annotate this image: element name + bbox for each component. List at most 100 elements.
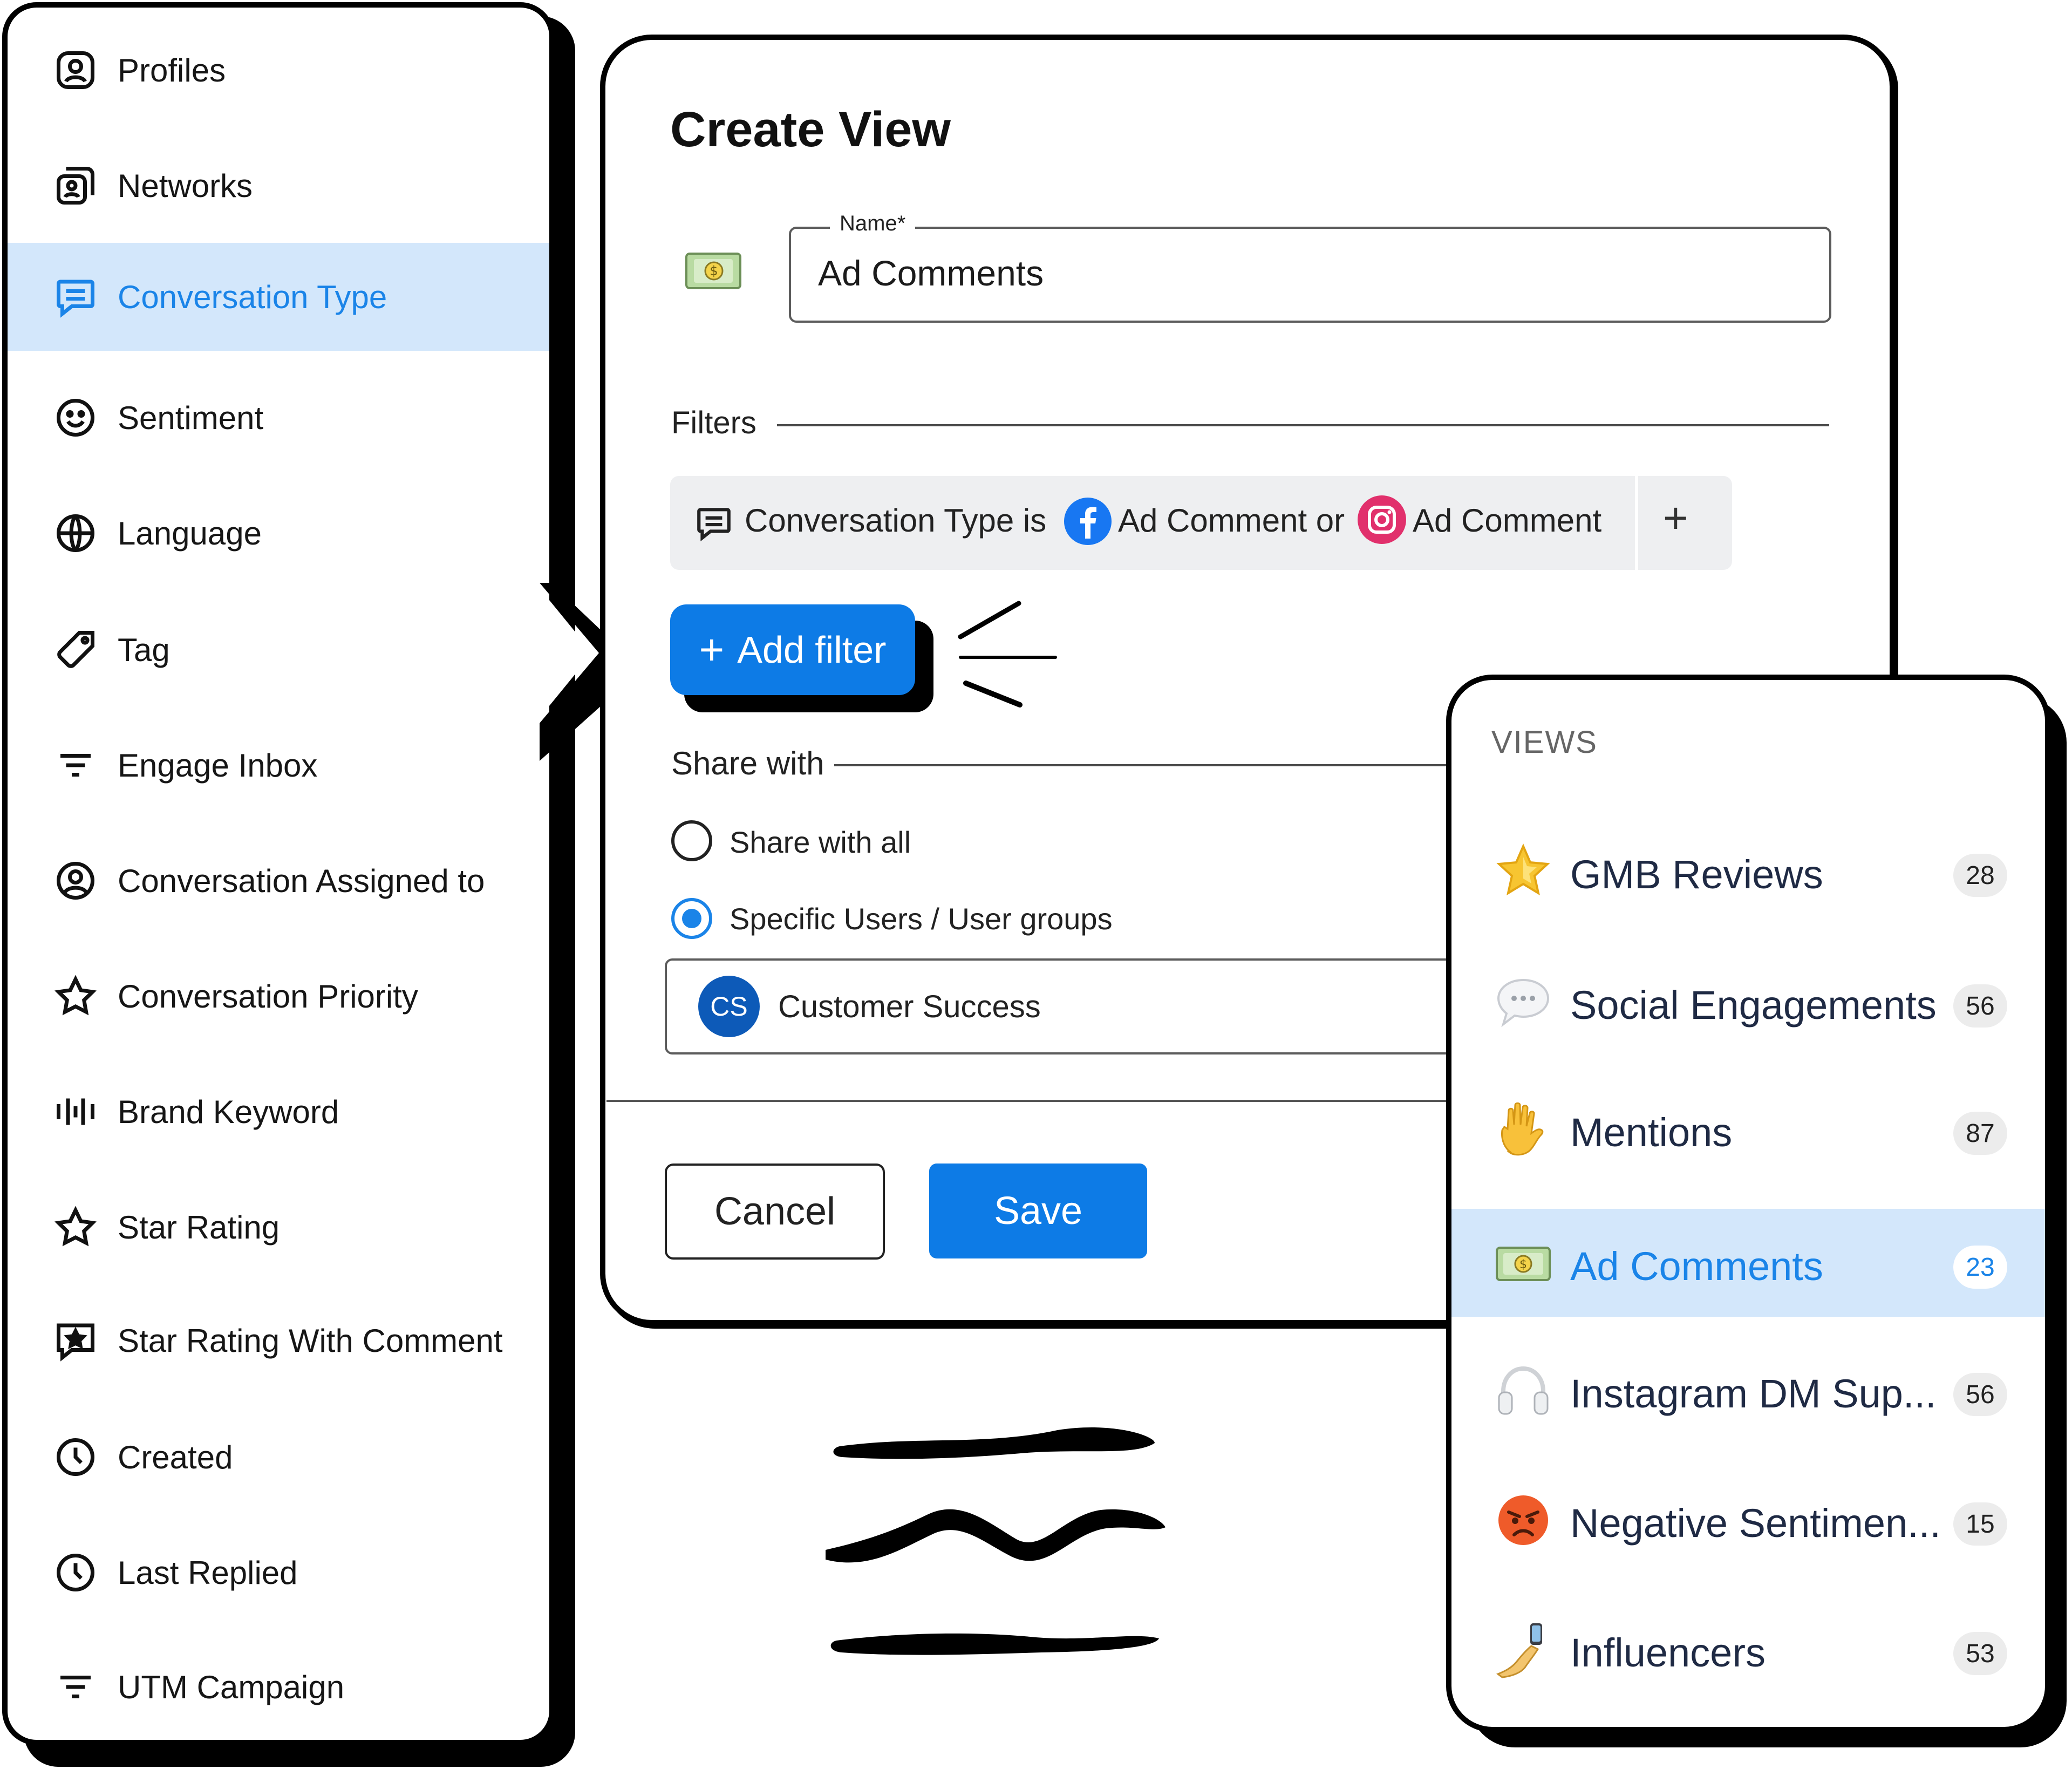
view-item-mentions[interactable]: Mentions 87: [1451, 1075, 2045, 1183]
raised-hand-icon: [1501, 1102, 1544, 1156]
add-filter-button[interactable]: + Add filter: [670, 604, 915, 695]
star-icon: [1496, 843, 1550, 896]
sidebar-pointer: [540, 583, 642, 761]
sidebar-item-label: Sentiment: [118, 399, 264, 436]
view-item-label: GMB Reviews: [1570, 852, 1823, 897]
share-all-radio[interactable]: [671, 820, 712, 861]
sidebar-item-label: Profiles: [118, 52, 226, 89]
sidebar-item-utm-campaign[interactable]: UTM Campaign: [8, 1633, 549, 1740]
smiley-icon: [51, 393, 100, 443]
globe-icon: [51, 508, 100, 558]
message-icon: [697, 508, 731, 542]
sidebar-item-networks[interactable]: Networks: [8, 132, 549, 240]
view-item-label: Mentions: [1570, 1110, 1733, 1155]
footer-divider: [606, 1100, 1481, 1102]
sidebar-item-star-rating-with-comment[interactable]: Star Rating With Comment: [8, 1287, 549, 1394]
star-icon: [51, 971, 100, 1021]
sidebar-item-profiles[interactable]: Profiles: [8, 16, 549, 124]
name-field-value[interactable]: Ad Comments: [818, 253, 1044, 293]
svg-text:$: $: [1519, 1258, 1527, 1271]
sidebar-item-conversation-priority[interactable]: Conversation Priority: [8, 942, 549, 1050]
add-condition-button[interactable]: +: [1663, 494, 1688, 542]
star-icon: [51, 1202, 100, 1252]
sidebar-item-tag[interactable]: Tag: [8, 596, 549, 704]
view-count-badge: 23: [1953, 1246, 2007, 1289]
cancel-button[interactable]: Cancel: [665, 1164, 885, 1260]
view-item-influencers[interactable]: Influencers 53: [1451, 1595, 2045, 1703]
clock-icon: [51, 1548, 100, 1597]
add-filter-label: Add filter: [737, 629, 887, 671]
specific-users-label[interactable]: Specific Users / User groups: [730, 902, 1113, 936]
facebook-icon: [1064, 498, 1112, 545]
avatar: CS: [698, 976, 760, 1037]
view-count-badge: 56: [1953, 984, 2007, 1028]
filter-icon: [51, 740, 100, 790]
name-field[interactable]: [789, 227, 1831, 323]
view-item-label: Negative Sentimen...: [1570, 1501, 1941, 1546]
waveform-icon: [51, 1087, 100, 1137]
view-item-negative-sentiment[interactable]: Negative Sentimen... 15: [1451, 1466, 2045, 1574]
view-count-badge: 87: [1953, 1112, 2007, 1155]
sidebar-item-last-replied[interactable]: Last Replied: [8, 1519, 549, 1627]
filters-divider: [777, 424, 1829, 426]
sidebar-item-conversation-assigned[interactable]: Conversation Assigned to: [8, 827, 549, 935]
view-count-badge: 56: [1953, 1373, 2007, 1416]
money-icon[interactable]: $: [684, 249, 744, 292]
sidebar-item-label: Conversation Priority: [118, 978, 418, 1015]
share-with-heading: Share with: [671, 745, 824, 781]
decorative-brush-strokes: [826, 1427, 1166, 1655]
filter-sidebar: Profiles Networks Conversation Type Sent…: [2, 2, 555, 1745]
filter-chip[interactable]: [670, 476, 1732, 570]
filter-icon: [51, 1662, 100, 1712]
sidebar-item-sentiment[interactable]: Sentiment: [8, 364, 549, 472]
filters-heading: Filters: [671, 405, 756, 440]
view-item-ad-comments[interactable]: $ Ad Comments 23: [1451, 1209, 2045, 1317]
plus-icon: +: [699, 625, 725, 673]
sidebar-item-language[interactable]: Language: [8, 479, 549, 587]
filter-chip-instagram-value: Ad Comment: [1413, 502, 1602, 539]
name-field-label: Name*: [830, 212, 916, 236]
selfie-icon: [1496, 1623, 1542, 1678]
speech-bubble-icon: [1497, 978, 1550, 1028]
view-item-label: Ad Comments: [1570, 1244, 1823, 1289]
view-count-badge: 28: [1953, 854, 2007, 897]
share-all-label[interactable]: Share with all: [730, 825, 911, 859]
save-button[interactable]: Save: [929, 1164, 1147, 1258]
sidebar-item-label: UTM Campaign: [118, 1669, 345, 1705]
clock-icon: [51, 1432, 100, 1482]
sidebar-item-created[interactable]: Created: [8, 1403, 549, 1511]
sidebar-item-label: Conversation Type: [118, 278, 387, 315]
emphasis-lines: [958, 601, 1057, 707]
view-item-label: Instagram DM Sup...: [1570, 1371, 1937, 1416]
view-count-badge: 53: [1953, 1632, 2007, 1675]
user-badge-icon: [51, 45, 100, 95]
sidebar-item-label: Conversation Assigned to: [118, 862, 485, 899]
view-item-label: Social Engagements: [1570, 983, 1937, 1028]
user-circle-icon: [51, 856, 100, 906]
dialog-title: Create View: [670, 102, 951, 157]
star-message-icon: [51, 1316, 100, 1365]
sidebar-item-engage-inbox[interactable]: Engage Inbox: [8, 711, 549, 819]
view-item-label: Influencers: [1570, 1630, 1766, 1675]
headphones-icon: [1498, 1366, 1549, 1415]
view-count-badge: 15: [1953, 1502, 2007, 1546]
share-divider: [834, 764, 1455, 766]
view-item-social-engagements[interactable]: Social Engagements 56: [1451, 948, 2045, 1056]
networks-icon: [51, 161, 100, 210]
views-heading: VIEWS: [1491, 725, 1598, 760]
views-panel: [1446, 675, 2050, 1732]
sidebar-item-label: Star Rating: [118, 1209, 280, 1246]
specific-users-radio[interactable]: [671, 898, 712, 939]
instagram-icon: [1358, 495, 1406, 544]
view-item-gmb-reviews[interactable]: GMB Reviews 28: [1451, 817, 2045, 925]
svg-text:$: $: [710, 263, 718, 278]
money-icon: $: [1496, 1247, 1551, 1281]
sidebar-item-label: Tag: [118, 631, 170, 668]
view-item-instagram-dm-support[interactable]: Instagram DM Sup... 56: [1451, 1336, 2045, 1444]
sidebar-item-star-rating[interactable]: Star Rating: [8, 1173, 549, 1281]
sidebar-item-label: Star Rating With Comment: [118, 1322, 503, 1359]
sidebar-item-label: Engage Inbox: [118, 747, 318, 784]
sidebar-item-conversation-type[interactable]: Conversation Type: [8, 243, 549, 351]
tag-icon: [51, 625, 100, 675]
sidebar-item-brand-keyword[interactable]: Brand Keyword: [8, 1058, 549, 1166]
